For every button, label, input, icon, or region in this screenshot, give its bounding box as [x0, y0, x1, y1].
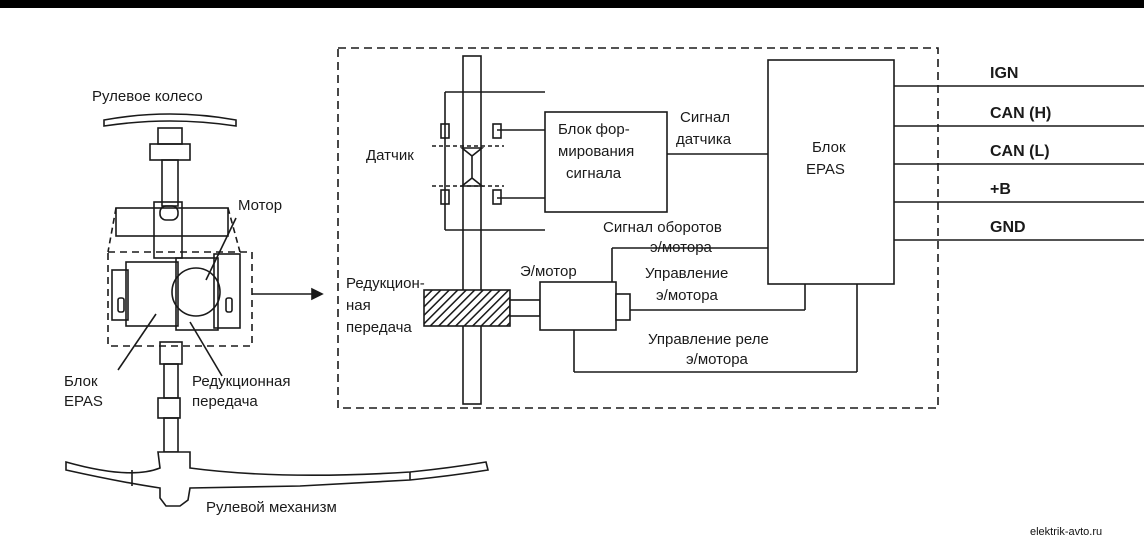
steering-gear — [65, 451, 489, 507]
terminal-can-h: CAN (H) — [990, 105, 1051, 122]
label-motor-speed-1: Сигнал оборотов — [603, 219, 722, 236]
label-reduction-2: ная — [346, 297, 371, 314]
label-motor-control-2: э/мотора — [656, 287, 719, 304]
sensor-assembly — [432, 91, 545, 231]
label-signal-block-3: сигнала — [566, 165, 622, 182]
label-sensor-signal-2: датчика — [676, 131, 732, 148]
lower-shaft — [157, 341, 183, 453]
label-sensor: Датчик — [366, 147, 414, 164]
label-steering-gear: Рулевой механизм — [206, 499, 337, 516]
label-emotor: Э/мотор — [520, 263, 577, 280]
label-signal-block-1: Блок фор- — [558, 121, 630, 138]
terminal-can-l: CAN (L) — [990, 143, 1050, 160]
worm-gear — [423, 289, 511, 327]
motor-circle — [171, 267, 221, 317]
label-reduction-1: Редукцион- — [346, 275, 425, 292]
label-motor: Мотор — [238, 197, 282, 214]
steering-wheel — [103, 113, 237, 207]
label-epas-line2: EPAS — [64, 393, 103, 410]
terminal-gnd: GND — [990, 219, 1026, 236]
label-epas-block-2: EPAS — [806, 161, 845, 178]
label-reduction-3: передача — [346, 319, 412, 336]
detail-box — [337, 47, 939, 409]
watermark: elektrik-avto.ru — [1030, 526, 1102, 538]
label-signal-block-2: мирования — [558, 143, 634, 160]
label-epas-line1: Блок — [64, 373, 98, 390]
label-reduction-line2: передача — [192, 393, 258, 410]
top-bar — [0, 0, 1144, 8]
e-motor — [539, 281, 617, 331]
label-motor-control-1: Управление — [645, 265, 728, 282]
label-sensor-signal-1: Сигнал — [680, 109, 730, 126]
column-housing — [115, 201, 229, 259]
label-relay-control-1: Управление реле — [648, 331, 769, 348]
epas-block — [767, 59, 895, 285]
epas-unit-left — [107, 207, 253, 347]
epas-module-dashed — [107, 251, 253, 347]
label-relay-control-2: э/мотора — [686, 351, 749, 368]
label-motor-speed-2: э/мотора — [650, 239, 713, 256]
label-epas-block-1: Блок — [812, 139, 846, 156]
label-reduction-line1: Редукционная — [192, 373, 291, 390]
terminal-ign: IGN — [990, 65, 1018, 82]
signal-block — [544, 111, 668, 213]
label-steering-wheel: Рулевое колесо — [92, 88, 203, 105]
terminal-plus-b: +B — [990, 181, 1011, 198]
